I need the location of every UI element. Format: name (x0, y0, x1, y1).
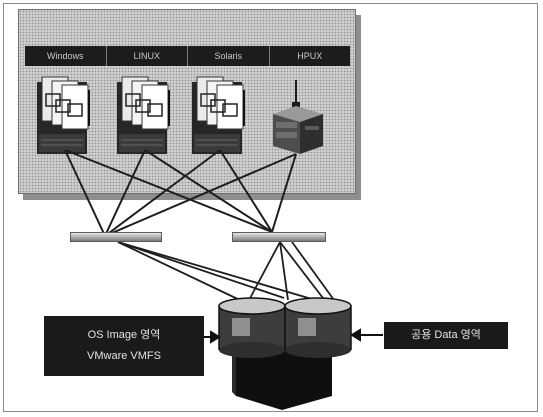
os-label-hpux: HPUX (297, 51, 323, 61)
os-header-bar: Windows LINUX Solaris HPUX (25, 46, 350, 66)
server-panel (18, 9, 356, 194)
hpux-tower-server-icon (273, 80, 323, 154)
os-label-linux: LINUX (107, 46, 188, 66)
shared-data-area-callout: 공용 Data 영역 (384, 322, 508, 349)
link-windows-switch-left (64, 149, 106, 237)
solaris-blade-server-icon (192, 76, 245, 154)
os-label-windows: Windows (25, 46, 107, 66)
storage-base-box (236, 350, 332, 410)
linux-blade-server-icon (117, 76, 170, 154)
vmware-vmfs-label: VMware VMFS (87, 350, 161, 362)
disk-cylinder-right (284, 297, 352, 358)
os-image-area-label: OS Image 영역 (87, 329, 161, 341)
fc-switch-left (70, 232, 162, 242)
left-callout-arrowhead (210, 330, 221, 344)
os-image-area-callout: OS Image 영역 VMware VMFS (44, 316, 204, 376)
right-callout-arrowhead (350, 328, 361, 342)
os-label-solaris: Solaris (188, 46, 270, 66)
fc-switch-right (232, 232, 326, 242)
windows-blade-server-icon (37, 76, 90, 154)
disk-cylinder-left (218, 297, 286, 358)
